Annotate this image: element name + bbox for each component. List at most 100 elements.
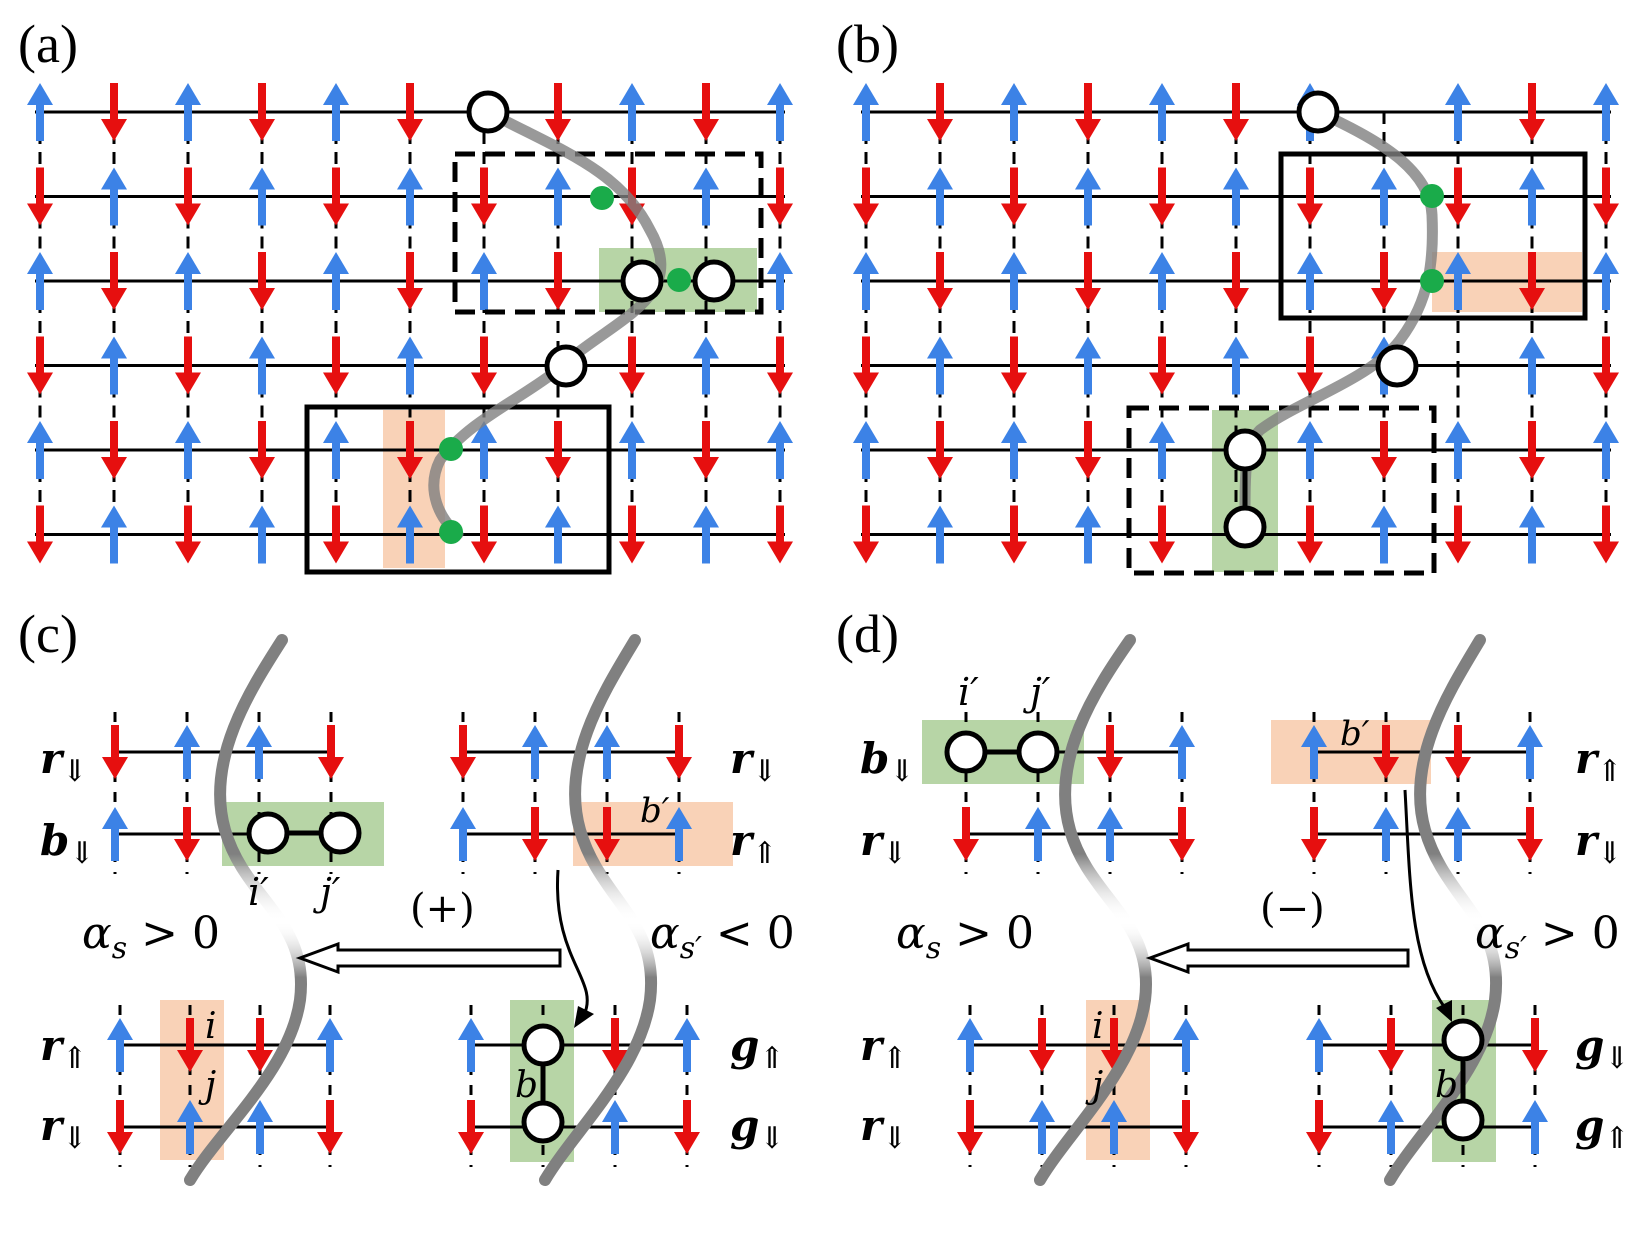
spin-up-arrow <box>174 725 200 779</box>
row-label: r⇑ <box>730 816 777 871</box>
spin-up-arrow <box>249 505 275 564</box>
spin-down-arrow <box>927 252 953 310</box>
spin-down-arrow <box>1149 167 1175 226</box>
spin-down-arrow <box>318 725 344 779</box>
hole-site <box>620 259 664 303</box>
hole-site <box>544 344 588 388</box>
spin-down-arrow <box>927 83 953 141</box>
hole-site <box>521 1023 565 1067</box>
hole-site <box>1375 344 1419 388</box>
spin-up-arrow <box>1371 167 1397 226</box>
spin-down-arrow <box>693 83 719 141</box>
spin-down-arrow <box>397 421 423 479</box>
spin-up-arrow <box>545 167 571 226</box>
spin-down-arrow <box>27 167 53 226</box>
spin-up-arrow <box>1223 336 1249 395</box>
solid-frame <box>1278 151 1588 321</box>
spin-up-arrow <box>317 1018 343 1072</box>
alpha-label-left: αs > 0 <box>82 908 220 966</box>
spin-down-arrow <box>27 336 53 395</box>
spin-down-arrow <box>249 83 275 141</box>
green-dot <box>667 268 691 292</box>
spin-up-arrow <box>101 505 127 564</box>
spin-up-arrow <box>674 1018 700 1072</box>
spin-up-arrow <box>767 421 793 479</box>
green-dot <box>439 520 463 544</box>
sign-label: (−) <box>1260 886 1325 932</box>
spin-down-arrow <box>693 421 719 479</box>
spin-down-arrow <box>522 807 548 861</box>
spin-up-arrow <box>693 505 719 564</box>
hopping-arrow <box>555 869 589 1016</box>
row-label: r⇑ <box>860 1021 907 1076</box>
spin-up-arrow <box>175 421 201 479</box>
spin-down-arrow <box>101 252 127 310</box>
spin-up-arrow <box>397 505 423 564</box>
hole-site <box>692 259 736 303</box>
spin-up-arrow <box>853 252 879 310</box>
spin-up-arrow <box>693 167 719 226</box>
spin-up-arrow <box>1593 252 1619 310</box>
hole-site <box>1223 428 1267 472</box>
site-label: i <box>205 1006 217 1047</box>
spin-down-arrow <box>1517 807 1543 861</box>
panel-a-label: (a) <box>18 14 78 74</box>
green-dot <box>1420 184 1444 208</box>
spin-down-arrow <box>27 505 53 564</box>
spin-up-arrow <box>107 1018 133 1072</box>
spin-up-arrow <box>1101 1100 1127 1154</box>
row-label: r⇑ <box>1575 734 1622 789</box>
spin-down-arrow <box>1075 421 1101 479</box>
spin-down-arrow <box>619 336 645 395</box>
string-line <box>1384 634 1503 1186</box>
spin-up-arrow <box>102 807 128 861</box>
spin-down-arrow <box>175 505 201 564</box>
spin-up-arrow <box>1001 252 1027 310</box>
spin-down-arrow <box>1223 83 1249 141</box>
spin-down-arrow <box>1169 807 1195 861</box>
dashed-frame <box>1126 405 1437 576</box>
spin-down-arrow <box>953 807 979 861</box>
spin-up-arrow <box>1029 1100 1055 1154</box>
row-label: r⇓ <box>860 816 907 871</box>
spin-up-arrow <box>27 421 53 479</box>
site-label: i′ <box>958 670 979 714</box>
spin-down-arrow <box>853 336 879 395</box>
spin-up-arrow <box>1445 252 1471 310</box>
hole-site <box>944 730 988 774</box>
spin-up-arrow <box>594 725 620 779</box>
spin-up-arrow <box>1097 807 1123 861</box>
spin-down-arrow <box>177 1018 203 1072</box>
spin-down-arrow <box>1301 807 1327 861</box>
spin-down-arrow <box>1522 1018 1548 1072</box>
spin-down-arrow <box>1001 505 1027 564</box>
string-line <box>1034 634 1153 1186</box>
panel-d-label: (d) <box>836 604 899 664</box>
spin-down-arrow <box>1519 252 1545 310</box>
spin-down-arrow <box>545 252 571 310</box>
panel-d: i′ j′ b′ i j b (−) αs > 0 αs′ > 0 b⇓ r⇓ … <box>860 634 1630 1186</box>
spin-up-arrow <box>1025 807 1051 861</box>
site-label: i <box>1092 1006 1104 1047</box>
hopping-arrowhead <box>574 1006 594 1028</box>
sign-label: (+) <box>410 886 475 932</box>
spin-down-arrow <box>1097 725 1123 779</box>
spin-up-arrow <box>1306 1018 1332 1072</box>
hole-site <box>246 811 290 855</box>
spin-down-arrow <box>101 421 127 479</box>
spin-down-arrow <box>1075 83 1101 141</box>
spin-down-arrow <box>323 167 349 226</box>
spin-down-arrow <box>1519 83 1545 141</box>
spin-down-arrow <box>397 83 423 141</box>
spin-up-arrow <box>1001 83 1027 141</box>
spin-up-arrow <box>1075 336 1101 395</box>
spin-up-arrow <box>323 421 349 479</box>
spin-up-arrow <box>175 83 201 141</box>
site-label: b <box>1435 1065 1458 1106</box>
spin-up-arrow <box>1519 505 1545 564</box>
spin-down-arrow <box>174 807 200 861</box>
spin-down-arrow <box>249 421 275 479</box>
spin-up-arrow <box>1519 167 1545 226</box>
spin-down-arrow <box>1297 167 1323 226</box>
hopping-arrowhead <box>1436 1000 1452 1022</box>
